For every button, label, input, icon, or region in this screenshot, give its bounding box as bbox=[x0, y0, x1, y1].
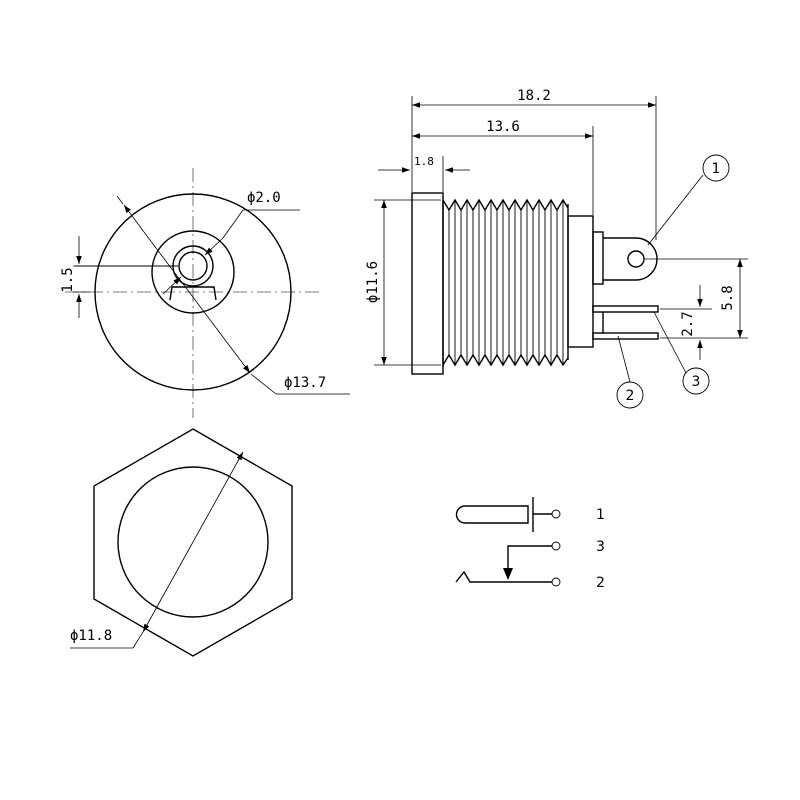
side-rear-boss bbox=[592, 231, 604, 285]
body-diameter-label: ϕ13.7 bbox=[284, 375, 326, 391]
callout-1-label: 1 bbox=[712, 161, 721, 177]
callout-1: 1 bbox=[647, 154, 730, 246]
lug-height-dimension: 5.8 bbox=[645, 258, 748, 339]
front-socket-circle bbox=[151, 230, 235, 314]
pin-offset-dimension: 1.5 bbox=[60, 236, 90, 318]
thread-length-label: 13.6 bbox=[486, 119, 520, 135]
side-view: 18.2 13.6 1.8 ϕ11.6 5.8 bbox=[365, 88, 748, 409]
front-view: 1.5 ϕ2.0 ϕ13.7 bbox=[60, 168, 350, 418]
flange-thickness-label: 1.8 bbox=[414, 155, 434, 168]
thread-length-dimension: 13.6 bbox=[412, 119, 594, 215]
front-body-circle bbox=[94, 193, 292, 391]
nut-hexagon bbox=[93, 428, 293, 657]
switch-arrow bbox=[503, 568, 513, 580]
terminal-2-node bbox=[551, 577, 561, 587]
terminal-3-pin bbox=[592, 305, 659, 313]
pin-spacing-label: 2.7 bbox=[680, 311, 696, 336]
side-flange bbox=[411, 192, 444, 375]
thread-diameter-label: ϕ11.6 bbox=[365, 261, 381, 303]
flange-thickness-dimension: 1.8 bbox=[378, 155, 470, 192]
front-contact-tab bbox=[169, 286, 217, 301]
nut-inner-circle bbox=[117, 466, 269, 618]
pin-diameter-label: ϕ2.0 bbox=[247, 190, 281, 206]
pin-spacing-dimension: 2.7 bbox=[660, 285, 712, 360]
side-rear-step bbox=[567, 215, 594, 348]
callout-3-label: 3 bbox=[692, 374, 701, 390]
overall-length-dimension: 18.2 bbox=[411, 88, 657, 240]
front-pin-inner bbox=[178, 251, 208, 281]
schematic-pin bbox=[455, 505, 529, 524]
schematic-label-1: 1 bbox=[596, 507, 605, 523]
side-thread-top bbox=[442, 198, 569, 212]
callout-3: 3 bbox=[653, 311, 710, 395]
thread-diameter-dimension: ϕ11.6 bbox=[365, 199, 441, 366]
nut-view: ϕ11.8 bbox=[70, 428, 293, 657]
callout-2: 2 bbox=[616, 335, 644, 409]
schematic-label-3: 3 bbox=[596, 539, 605, 555]
terminal-1-node bbox=[551, 509, 561, 519]
schematic-label-2: 2 bbox=[596, 575, 605, 591]
overall-length-label: 18.2 bbox=[517, 88, 551, 104]
nut-diameter-dimension: ϕ11.8 bbox=[70, 451, 244, 649]
side-thread-lines bbox=[448, 200, 564, 365]
side-thread-bottom bbox=[442, 353, 569, 367]
callout-2-label: 2 bbox=[626, 388, 635, 404]
terminal-3-node bbox=[551, 541, 561, 551]
nut-diameter-label: ϕ11.8 bbox=[70, 628, 112, 644]
terminal-1-hole bbox=[627, 250, 645, 268]
terminal-2-pin bbox=[592, 332, 659, 340]
lug-height-label: 5.8 bbox=[720, 285, 736, 310]
schematic: 1 3 2 bbox=[455, 497, 605, 591]
pin-offset-label: 1.5 bbox=[60, 267, 76, 292]
pin-diameter-dimension: ϕ2.0 bbox=[162, 190, 300, 295]
body-diameter-dimension: ϕ13.7 bbox=[116, 195, 350, 395]
